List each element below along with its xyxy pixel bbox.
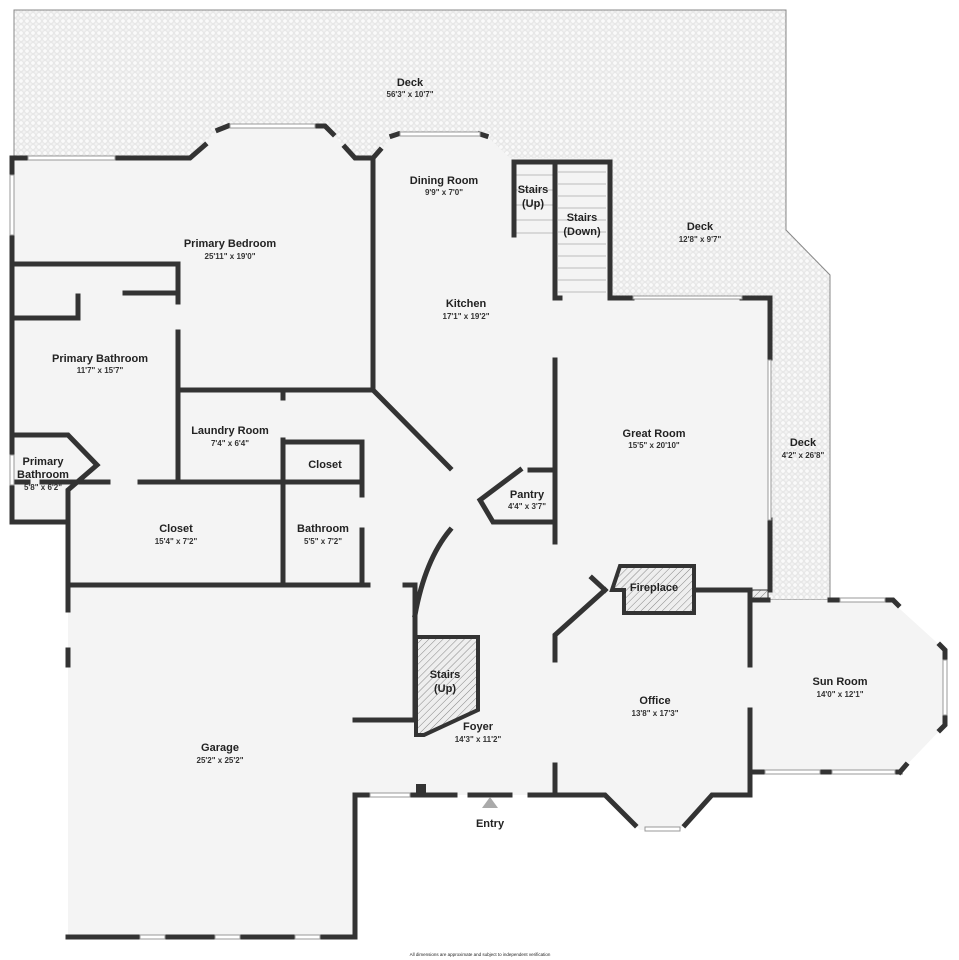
laundry-room-name: Laundry Room [191,425,269,437]
entry-label: Entry [476,818,505,830]
garage-name: Garage [201,742,239,754]
dining-room-name: Dining Room [410,175,479,187]
stairs-top [514,171,606,293]
closet-small-name: Closet [308,459,342,471]
fireplace-name: Fireplace [630,582,678,594]
stairs-up-top-line2: (Up) [522,198,544,210]
primary-bathroom-small-line1: Primary [23,456,65,468]
great-room-name: Great Room [623,428,686,440]
pantry-dims: 4'4" x 3'7" [508,502,546,511]
entry-arrow-icon [482,797,498,808]
dining-room-dims: 9'9" x 7'0" [425,188,463,197]
primary-bathroom-small-line2: Bathroom [17,469,69,481]
foyer-name: Foyer [463,721,494,733]
deck-side-dims: 4'2" x 26'8" [782,451,825,460]
stairs-down-line2: (Down) [563,226,601,238]
deck-top-name: Deck [397,77,424,89]
great-room-dims: 15'5" x 20'10" [628,441,680,450]
stairs-up-foyer-line1: Stairs [430,669,461,681]
disclaimer: All dimensions are approximate and subje… [410,952,551,957]
primary-bathroom-small-dims: 5'8" x 6'2" [24,483,62,492]
closet-name: Closet [159,523,193,535]
primary-bedroom-name: Primary Bedroom [184,238,277,250]
pantry-name: Pantry [510,489,545,501]
closet-dims: 15'4" x 7'2" [155,537,198,546]
foyer-dims: 14'3" x 11'2" [455,735,502,744]
deck-side-name: Deck [790,437,817,449]
primary-bedroom-dims: 25'11" x 19'0" [205,252,256,261]
windows [9,123,948,940]
garage-dims: 25'2" x 25'2" [197,756,244,765]
walls [9,122,948,940]
bathroom-dims: 5'5" x 7'2" [304,537,342,546]
deck-mid-name: Deck [687,221,714,233]
kitchen-dims: 17'1" x 19'2" [443,312,490,321]
sun-room-name: Sun Room [813,676,868,688]
laundry-room-dims: 7'4" x 6'4" [211,439,249,448]
kitchen-name: Kitchen [446,298,487,310]
room-labels: Deck 56'3" x 10'7" Deck 12'8" x 9'7" Dec… [17,77,868,957]
office-dims: 13'8" x 17'3" [632,709,679,718]
primary-bathroom-name: Primary Bathroom [52,353,148,365]
stairs-up-top-line1: Stairs [518,184,549,196]
house-interior [12,126,945,937]
primary-bathroom-dims: 11'7" x 15'7" [77,366,124,375]
bathroom-name: Bathroom [297,523,349,535]
stairs-down-line1: Stairs [567,212,598,224]
deck-top-dims: 56'3" x 10'7" [387,90,434,99]
office-name: Office [639,695,670,707]
stairs-up-foyer-line2: (Up) [434,683,456,695]
deck-mid-dims: 12'8" x 9'7" [679,235,722,244]
fireplace-hearth [609,564,696,615]
sun-room-dims: 14'0" x 12'1" [817,690,864,699]
